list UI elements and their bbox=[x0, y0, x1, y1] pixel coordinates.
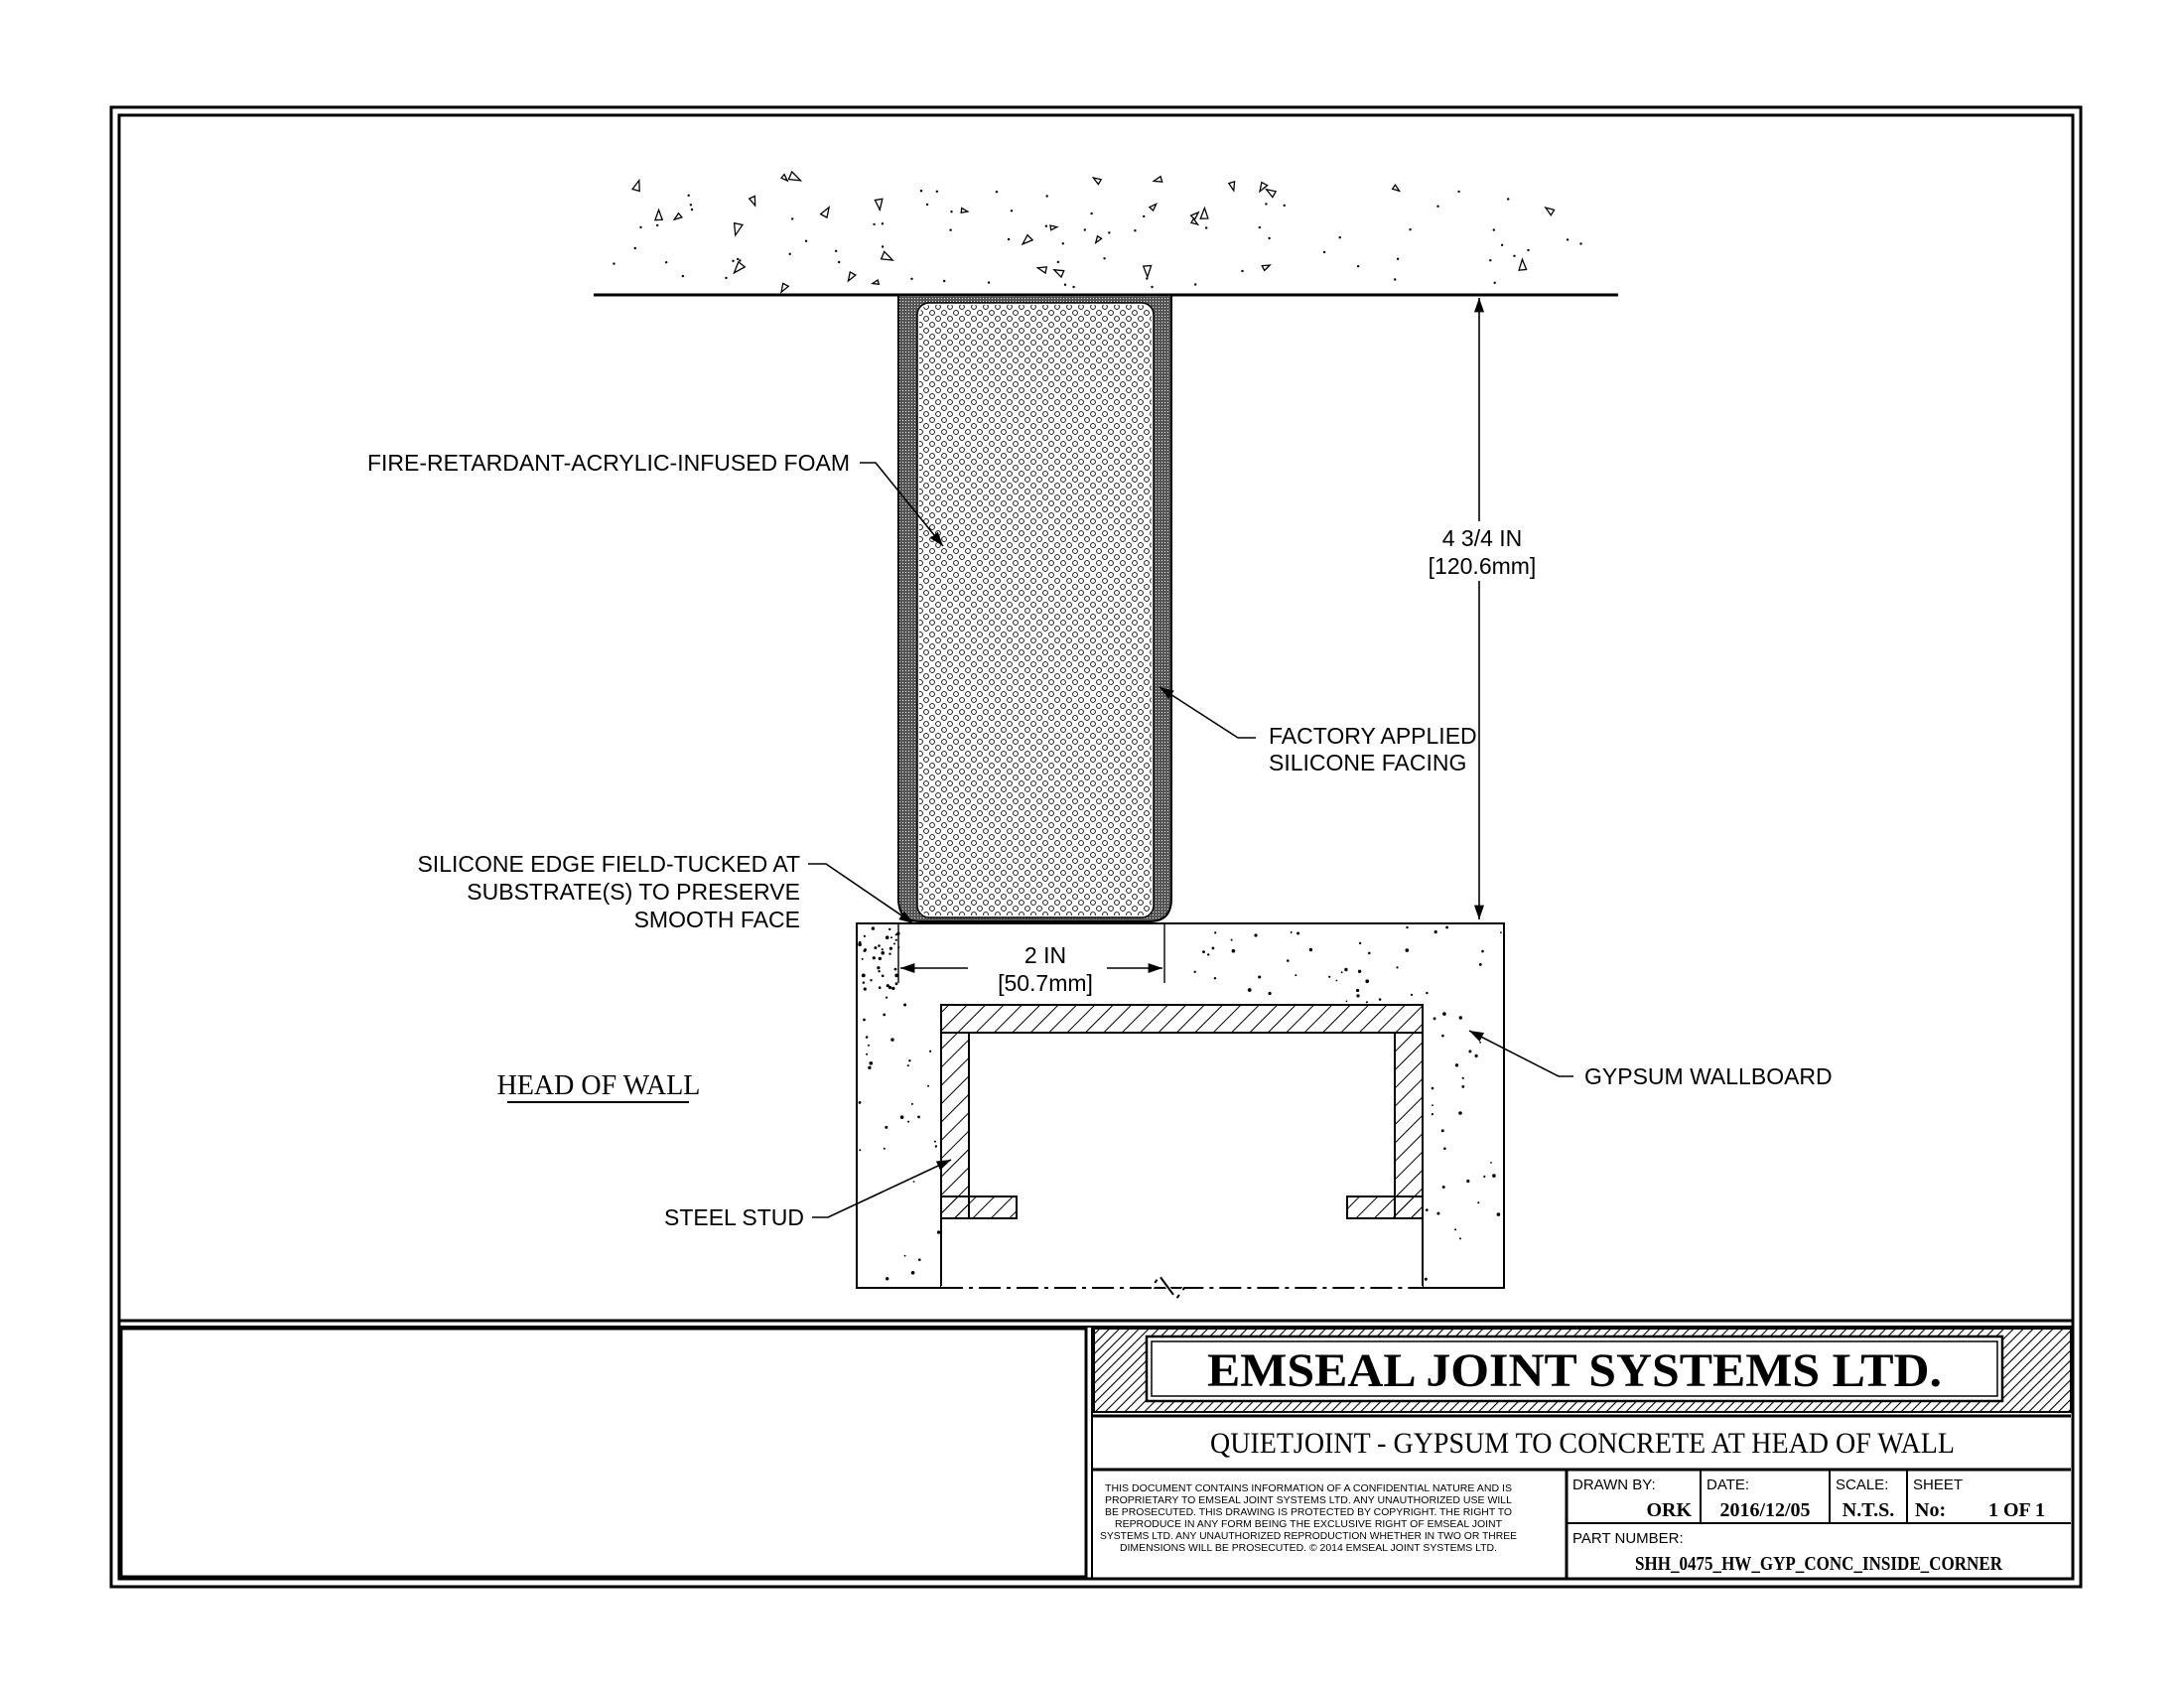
callout-foam: FIRE-RETARDANT-ACRYLIC-INFUSED FOAM bbox=[367, 450, 944, 547]
notice-line-1: THIS DOCUMENT CONTAINS INFORMATION OF A … bbox=[1105, 1483, 1512, 1494]
label-stud: STEEL STUD bbox=[664, 1204, 804, 1230]
steel-stud bbox=[940, 1004, 1424, 1303]
label-foam: FIRE-RETARDANT-ACRYLIC-INFUSED FOAM bbox=[367, 450, 850, 476]
dimension-width-in: 2 IN bbox=[1024, 942, 1066, 968]
view-title-text: HEAD OF WALL bbox=[497, 1070, 701, 1101]
company-name: EMSEAL JOINT SYSTEMS LTD. bbox=[1207, 1344, 1942, 1397]
date-value: 2016/12/05 bbox=[1719, 1499, 1810, 1521]
callout-gypsum: GYPSUM WALLBOARD bbox=[1468, 1030, 1833, 1089]
height-dimension: 4 3/4 IN [120.6mm] bbox=[1408, 298, 1557, 919]
view-title: HEAD OF WALL bbox=[497, 1070, 701, 1103]
notice-line-6: DIMENSIONS WILL BE PROSECUTED. © 2014 EM… bbox=[1120, 1543, 1497, 1554]
sheet-border-inner bbox=[117, 113, 2075, 1581]
scale-value: N.T.S. bbox=[1843, 1499, 1894, 1521]
sheet-value: 1 OF 1 bbox=[1988, 1499, 2045, 1521]
label-edge-line-3: SMOOTH FACE bbox=[634, 907, 800, 932]
width-dimension: 2 IN [50.7mm] bbox=[897, 923, 1165, 996]
callout-stud: STEEL STUD bbox=[664, 1159, 952, 1230]
notice-line-2: PROPRIETARY TO EMSEAL JOINT SYSTEMS LTD.… bbox=[1105, 1495, 1512, 1506]
dimension-height-in: 4 3/4 IN bbox=[1442, 525, 1523, 551]
date-label: DATE: bbox=[1706, 1477, 1749, 1493]
sheet-label: SHEET bbox=[1913, 1477, 1963, 1493]
label-facing-line-2: SILICONE FACING bbox=[1269, 750, 1466, 775]
callout-edge: SILICONE EDGE FIELD-TUCKED AT SUBSTRATE(… bbox=[417, 851, 914, 932]
part-number-value: SHH_0475_HW_GYP_CONC_INSIDE_CORNER bbox=[1635, 1553, 2002, 1575]
callout-facing: FACTORY APPLIED SILICONE FACING bbox=[1159, 686, 1477, 775]
foam-joint bbox=[897, 294, 1172, 922]
dimension-height-mm: [120.6mm] bbox=[1429, 553, 1537, 579]
label-edge-line-1: SILICONE EDGE FIELD-TUCKED AT bbox=[417, 851, 800, 877]
notes-box bbox=[119, 1327, 1088, 1579]
notice-line-3: BE PROSECUTED. THIS DRAWING IS PROTECTED… bbox=[1105, 1507, 1512, 1518]
notice-line-5: SYSTEMS LTD. ANY UNAUTHORIZED REPRODUCTI… bbox=[1100, 1531, 1517, 1542]
drawing-title: QUIETJOINT - GYPSUM TO CONCRETE AT HEAD … bbox=[1210, 1427, 1955, 1460]
label-facing-line-1: FACTORY APPLIED bbox=[1269, 723, 1477, 749]
confidentiality-notice: THIS DOCUMENT CONTAINS INFORMATION OF A … bbox=[1100, 1483, 1517, 1554]
drawn-by-label: DRAWN BY: bbox=[1572, 1477, 1656, 1493]
sheet-border-outer bbox=[109, 105, 2083, 1589]
notice-line-4: REPRODUCE IN ANY FORM BEING THE EXCLUSIV… bbox=[1115, 1519, 1502, 1530]
company-banner: EMSEAL JOINT SYSTEMS LTD. bbox=[1093, 1328, 2072, 1413]
label-edge-line-2: SUBSTRATE(S) TO PRESERVE bbox=[467, 879, 800, 905]
part-number-label: PART NUMBER: bbox=[1572, 1530, 1684, 1547]
label-gypsum: GYPSUM WALLBOARD bbox=[1584, 1063, 1833, 1089]
scale-label: SCALE: bbox=[1836, 1477, 1888, 1493]
drawn-by-value: ORK bbox=[1646, 1499, 1692, 1521]
dimension-width-mm: [50.7mm] bbox=[998, 970, 1093, 996]
sheet-no-label: No: bbox=[1915, 1499, 1946, 1521]
concrete-slab bbox=[594, 170, 1618, 297]
